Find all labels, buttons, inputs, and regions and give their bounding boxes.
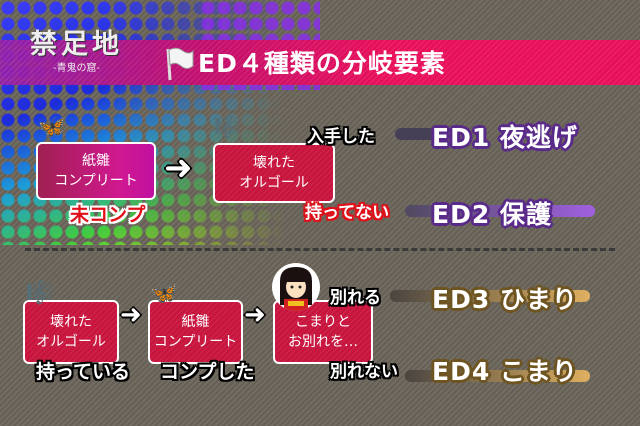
box-line1: 紙雛 [181, 314, 210, 330]
character-avatar [272, 263, 320, 311]
box-line2: コンプリート [54, 173, 138, 189]
header-banner [0, 40, 640, 85]
box-line2: オルゴール [239, 175, 309, 191]
broken-music-box-box: 壊れた オルゴール [23, 300, 119, 364]
farewell-box: こまりと お別れを… [273, 300, 373, 364]
box-line1: こまりと [295, 314, 351, 330]
ending-label: ED2 保護 [432, 200, 552, 229]
condition-label: 別れる [330, 288, 381, 308]
arrow-right-icon: ➜ [244, 300, 266, 330]
branch-bar [405, 370, 590, 382]
broken-music-box-box: 壊れた オルゴール [213, 143, 335, 203]
paper-doll-complete-box: 紙雛 コンプリート [148, 300, 243, 364]
status-label: 未コンプ [70, 204, 146, 226]
box-line1: 壊れた [50, 314, 92, 330]
branch-bar [405, 205, 595, 217]
flag-icon [163, 46, 195, 86]
condition-label: 入手した [307, 127, 375, 147]
logo: 禁足地 -青鬼の窟- [30, 22, 123, 74]
box-line2: オルゴール [36, 334, 106, 350]
ending-label: ED1 夜逃げ [432, 123, 578, 152]
arrow-right-icon: ➜ [120, 300, 142, 330]
logo-subtitle: -青鬼の窟- [53, 63, 100, 74]
paper-doll-complete-box: 紙雛 コンプリート [36, 142, 156, 200]
status-label: コンプした [160, 361, 255, 383]
box-line2: コンプリート [153, 334, 238, 350]
box-line2: お別れを… [288, 334, 358, 350]
music-sheet-icon: 🎼 [214, 115, 242, 140]
logo-title: 禁足地 [30, 29, 123, 60]
music-sheet-icon: 🎼 [26, 281, 54, 306]
branch-bar [395, 128, 445, 140]
branch-bar [390, 290, 590, 302]
box-line1: 紙雛 [82, 153, 110, 169]
butterfly-icon: 🦋 [38, 115, 66, 140]
condition-label: 持ってない [305, 203, 390, 223]
condition-label: 別れない [330, 362, 398, 382]
butterfly-icon: 🦋 [150, 281, 178, 306]
ending-label: ED3 ひまり [432, 285, 578, 314]
page-title: ED４種類の分岐要素 [198, 49, 446, 78]
box-line1: 壊れた [253, 155, 295, 171]
arrow-right-icon: ➜ [164, 148, 193, 188]
ending-label: ED4 こまり [432, 357, 578, 386]
status-label: 持っている [36, 361, 131, 383]
section-divider [25, 248, 615, 251]
